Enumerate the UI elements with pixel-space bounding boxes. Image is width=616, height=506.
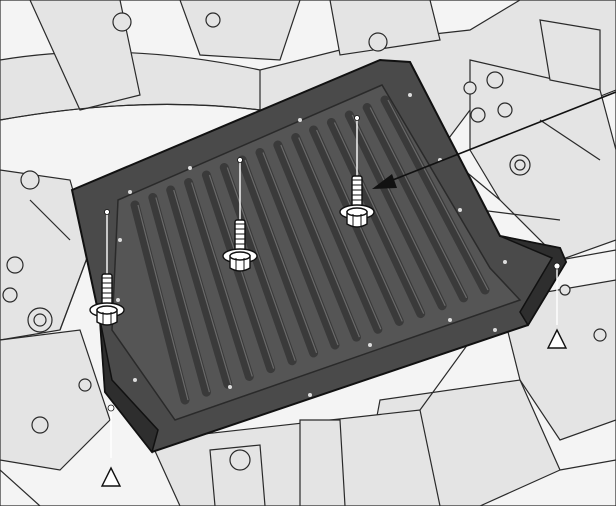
- panel-rivet: [118, 238, 122, 242]
- panel-rib-highlight: [173, 189, 232, 385]
- panel-rib: [380, 95, 490, 295]
- panel-rivet: [503, 260, 507, 264]
- callout-arrow: [372, 91, 616, 189]
- panel-rib: [255, 148, 340, 350]
- panel-rib: [130, 200, 190, 405]
- panel-rib-highlight: [333, 122, 425, 314]
- panel-rivet: [368, 343, 372, 347]
- panel-rivet: [188, 166, 192, 170]
- panel-rib-highlight: [155, 197, 211, 393]
- panel-rib: [344, 110, 447, 311]
- panel-rib: [362, 103, 469, 303]
- panel-rivet: [116, 298, 120, 302]
- panel-rib: [184, 178, 254, 381]
- panel-rib-highlight: [137, 204, 189, 401]
- panel-rivet: [448, 318, 452, 322]
- clip-marker-right-icon: [546, 328, 568, 349]
- panel-rib-highlight: [244, 159, 318, 354]
- panel-rib: [326, 118, 426, 319]
- panel-rivet: [228, 385, 232, 389]
- panel-rivet: [133, 378, 137, 382]
- panel-rib: [219, 163, 297, 366]
- clip-marker-left-icon: [100, 466, 122, 487]
- panel-rib: [201, 170, 276, 374]
- panel-rib: [148, 193, 211, 397]
- panel-rivet: [298, 118, 302, 122]
- panel-rib-highlight: [280, 144, 360, 338]
- panel-rib-highlight: [226, 167, 296, 361]
- panel-rivet: [308, 393, 312, 397]
- panel-rib-highlight: [190, 182, 253, 377]
- panel-rivet: [493, 328, 497, 332]
- panel-rivet: [408, 93, 412, 97]
- panel-rib: [273, 140, 361, 342]
- panel-rib: [166, 185, 233, 389]
- panel-rivet: [128, 190, 132, 194]
- panel-rib: [291, 133, 383, 334]
- panel-rib-highlight: [351, 114, 446, 306]
- panel-rib: [237, 155, 319, 358]
- panel-rib-highlight: [262, 152, 339, 346]
- panel-rib-highlight: [208, 174, 275, 369]
- panel-rib-highlight: [369, 107, 468, 299]
- panel-rib-highlight: [298, 137, 382, 330]
- panel-rivet: [458, 208, 462, 212]
- bolt-holes: [104, 115, 561, 412]
- panel-rib-highlight: [387, 99, 489, 291]
- under-cover-panel: [70, 58, 568, 454]
